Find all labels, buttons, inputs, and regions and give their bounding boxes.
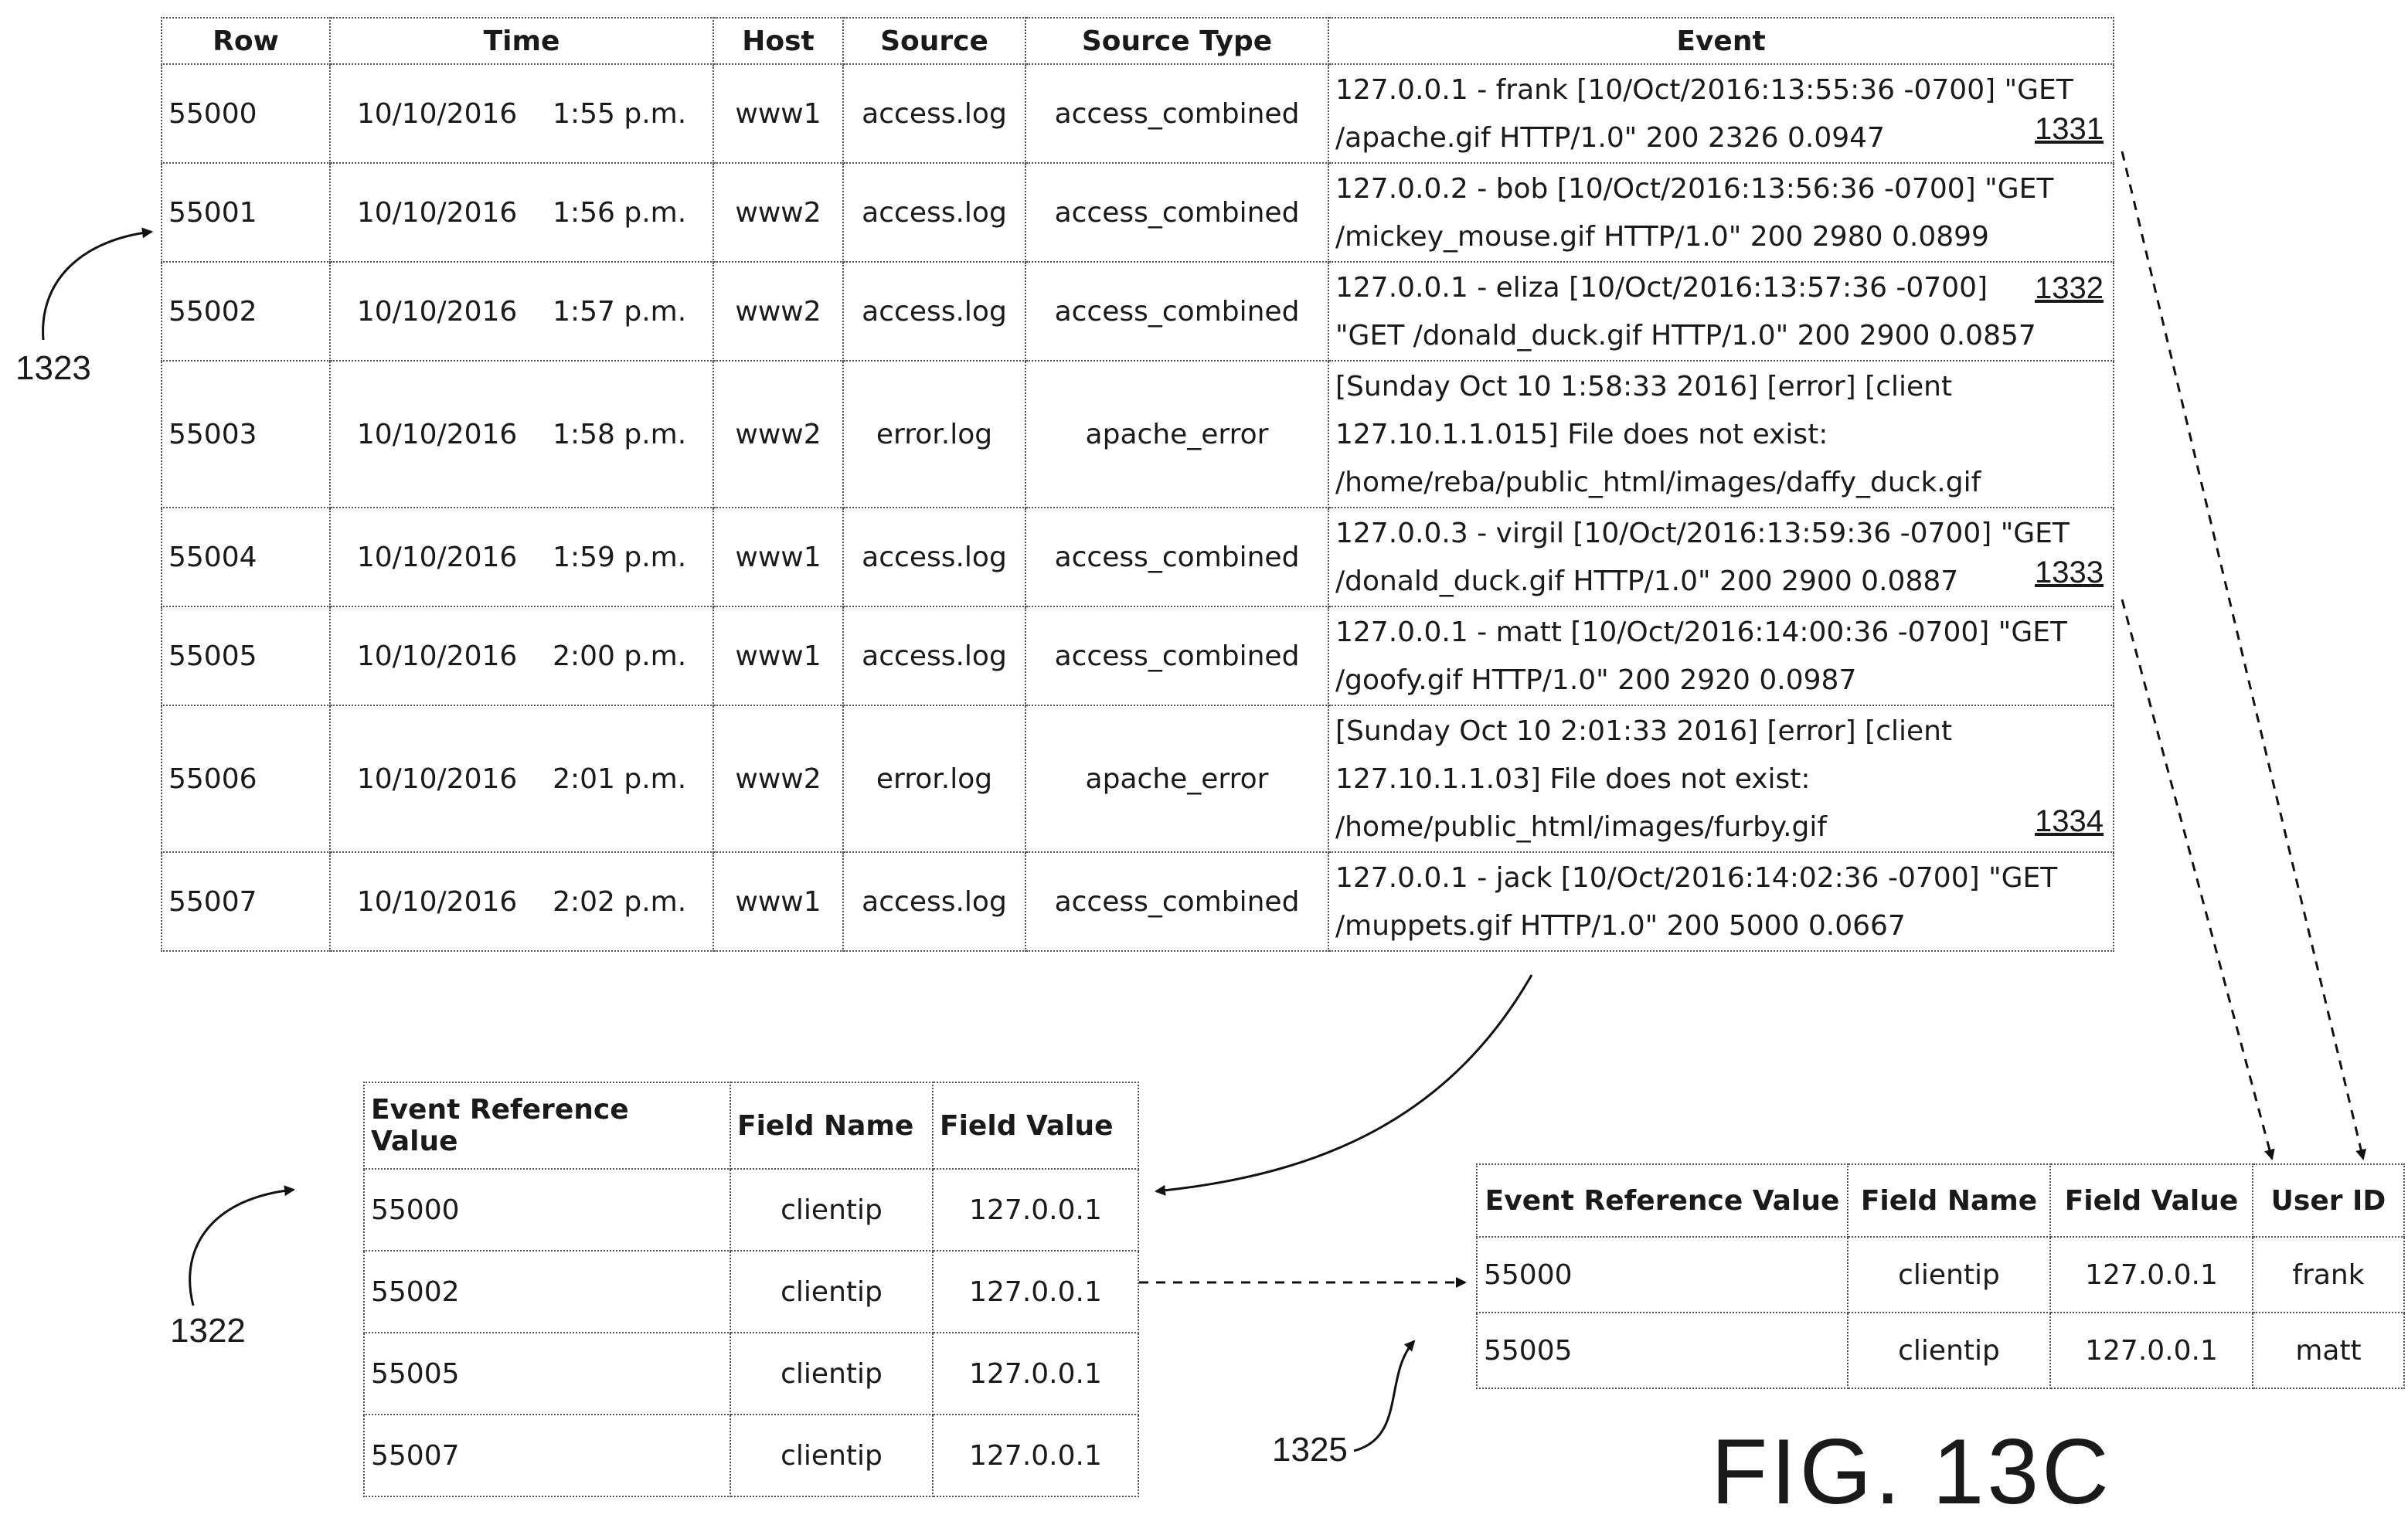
- arrow-1322: [190, 1190, 294, 1306]
- arrow-1325: [1354, 1341, 1414, 1451]
- arrow-1323: [43, 232, 151, 340]
- dashed-arrow-1331-to-user-id: [2122, 151, 2363, 1159]
- arrow-events-to-lookup: [1156, 975, 1532, 1191]
